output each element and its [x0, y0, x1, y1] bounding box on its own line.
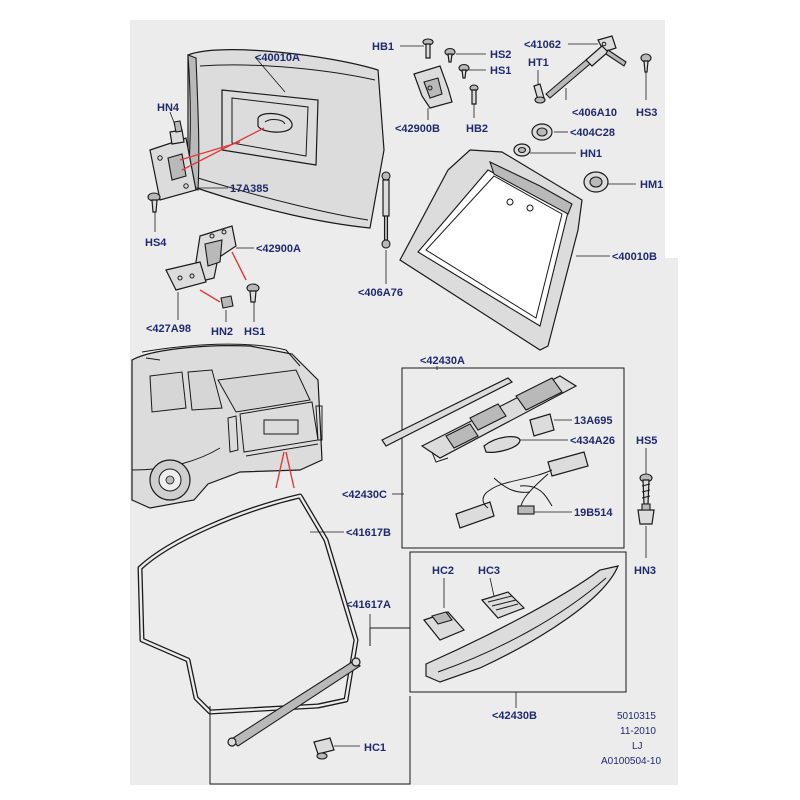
- bolt-hb1: [422, 38, 434, 59]
- callout-hs3: HS3: [636, 107, 657, 119]
- upper-tailgate: [399, 149, 583, 351]
- callout-hn3: HN3: [634, 565, 656, 577]
- screw-hs2: [444, 47, 456, 63]
- callout-hs2: HS2: [490, 49, 511, 61]
- finisher-strip-42430a: [381, 377, 514, 447]
- nut-hn2: [220, 295, 234, 309]
- callout-434a26: <434A26: [570, 435, 615, 447]
- callout-hs4: HS4: [145, 237, 167, 249]
- callout-41617a: <41617A: [346, 599, 391, 611]
- license-plate-bracket: [149, 137, 197, 201]
- latch-switch-module: [420, 375, 578, 463]
- wiring-harness-19b514: [455, 451, 589, 529]
- vehicle-rear-view: [131, 343, 323, 509]
- reference-number: 5010315: [617, 711, 656, 722]
- bolt-hb2: [469, 84, 479, 105]
- callout-406a76: <406A76: [358, 287, 403, 299]
- screw-hs3: [640, 53, 652, 73]
- callout-hn1: HN1: [580, 148, 602, 160]
- callout-427a98: <427A98: [146, 323, 191, 335]
- callout-hb1: HB1: [372, 41, 394, 53]
- callout-hn4: HN4: [157, 102, 180, 114]
- reference-drawing-id: A0100504-10: [601, 756, 661, 767]
- grommet-hm1: [583, 171, 609, 193]
- callout-hn2: HN2: [211, 326, 233, 338]
- tailgate-finisher-42430b: [425, 565, 619, 683]
- reference-initials: LJ: [632, 741, 643, 752]
- callout-hc1: HC1: [364, 742, 386, 754]
- callout-hb2: HB2: [466, 123, 488, 135]
- switch-13a695: [529, 413, 555, 437]
- callout-hs1-lower: HS1: [244, 326, 265, 338]
- bolt-hs1-lower: [246, 283, 260, 303]
- callout-hc2: HC2: [432, 565, 454, 577]
- callout-42430c: <42430C: [342, 489, 387, 501]
- screw-hs4: [147, 192, 161, 213]
- clip-hc3: [480, 591, 526, 619]
- box-42430b: [409, 551, 627, 693]
- callout-404c28: <404C28: [570, 127, 615, 139]
- clip-ht1: [533, 83, 546, 104]
- callout-hm1: HM1: [640, 179, 663, 191]
- callout-19b514: 19B514: [574, 507, 613, 519]
- tailgate-hinge-upper: [413, 65, 453, 109]
- callout-40010a: <40010A: [255, 52, 300, 64]
- callout-17a385: 17A385: [230, 183, 269, 195]
- box-41617a: [209, 627, 411, 785]
- actuator-404c28: [531, 123, 553, 141]
- reference-date: 11-2010: [620, 726, 656, 737]
- nut-hn1: [513, 143, 531, 157]
- callout-42900a: <42900A: [256, 243, 301, 255]
- callout-hs5: HS5: [636, 435, 657, 447]
- callout-42900b: <42900B: [395, 123, 440, 135]
- callout-hc3: HC3: [478, 565, 500, 577]
- callout-406a10: <406A10: [572, 107, 617, 119]
- callout-40010b: <40010B: [612, 251, 657, 263]
- callout-42430b: <42430B: [492, 710, 537, 722]
- screw-hs1-upper: [458, 63, 470, 79]
- switch-434a26: [483, 436, 521, 453]
- callout-13a695: 13A695: [574, 415, 613, 427]
- clip-hc2: [422, 611, 466, 641]
- gas-strut-406a10: [545, 35, 627, 99]
- callout-hs1-upper: HS1: [490, 65, 511, 77]
- box-42430c: [401, 367, 625, 549]
- seal-strip-41617a: [227, 657, 362, 747]
- callout-ht1: HT1: [528, 57, 549, 69]
- callout-41617b: <41617B: [346, 527, 391, 539]
- callout-42430a: <42430A: [420, 355, 465, 367]
- tailgate-hinge-lower: [165, 225, 237, 291]
- callout-41062: <41062: [524, 39, 561, 51]
- clip-hc1: [313, 737, 335, 760]
- clip-hn3: [637, 503, 655, 525]
- tailgate-seal-41617b: [137, 493, 359, 715]
- clip-hn4: [169, 120, 185, 145]
- gas-strut-406a76: [381, 171, 391, 249]
